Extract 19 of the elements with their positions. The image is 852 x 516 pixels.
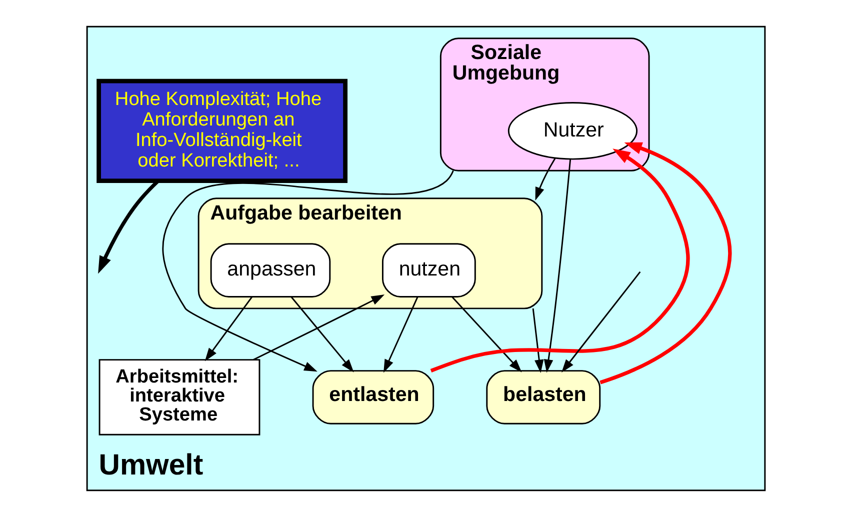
arrow bbox=[162, 170, 454, 372]
arrow bbox=[600, 142, 732, 384]
arrow bbox=[532, 308, 544, 372]
node-box: nutzen bbox=[382, 242, 476, 297]
arrow bbox=[535, 157, 556, 200]
node-box: Hohe Komplexität; Hohe Anforderungen an Info-Vollständig-keit oder Korrektheit; ... bbox=[96, 78, 348, 182]
arrow bbox=[290, 296, 354, 372]
node-box: Arbeitsmittel: interaktive Systeme bbox=[98, 358, 260, 435]
arrow bbox=[562, 270, 641, 372]
arrow bbox=[253, 294, 385, 360]
node-box: entlasten bbox=[312, 370, 434, 424]
node-ellipse: Nutzer bbox=[508, 102, 638, 160]
arrow bbox=[452, 296, 522, 372]
arrow bbox=[204, 296, 253, 361]
arrow bbox=[544, 158, 572, 372]
node-box: anpassen bbox=[210, 242, 331, 297]
arrow bbox=[384, 296, 418, 372]
arrow bbox=[430, 148, 690, 372]
node-box: belasten bbox=[486, 370, 601, 424]
